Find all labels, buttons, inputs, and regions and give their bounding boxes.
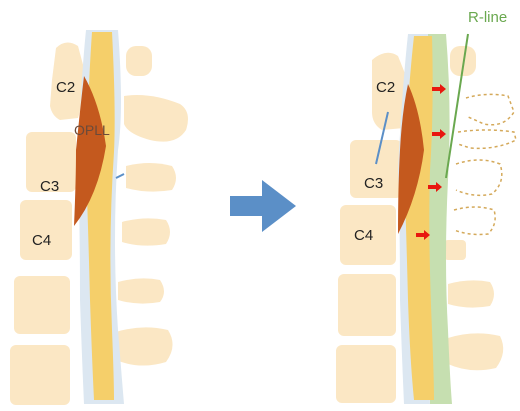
before-label-c4: C4 [32,232,51,249]
after-posterior-elements [444,46,516,370]
c1-posterior-arch [126,46,152,76]
after-label-c4: C4 [354,227,373,244]
c5-spinous-process [448,280,494,307]
arrow-right-icon [230,180,296,232]
before-panel: C2 C3 C4 OPLL [10,30,188,405]
resected-lamina-c4 [454,207,495,235]
c6-spinous-process [448,333,503,370]
c2-spinous-process [124,95,188,142]
c3-spinous-process [126,163,176,192]
c5-spinous-process [118,278,164,303]
c5-vertebra [338,274,396,336]
c4-spinous-process [122,218,170,245]
before-ligament-mark [116,174,124,178]
before-label-opll: OPLL [74,122,110,138]
before-label-c2: C2 [56,79,75,96]
c6-spinous-process [116,327,173,365]
resected-lamina-c2 [466,94,514,124]
c4-lamina [444,240,466,260]
resected-lamina-c3 [458,130,516,148]
after-label-c3: C3 [364,175,383,192]
before-posterior-elements [116,46,188,366]
c5-vertebra [14,276,70,334]
c4-vertebra [20,200,72,260]
r-line-label: R-line [468,9,507,26]
before-label-c3: C3 [40,178,59,195]
after-panel: C2 C3 C4 R-line [336,9,516,404]
resected-lamina-c3b [456,160,502,195]
c6-vertebra [336,345,396,403]
c6-vertebra [10,345,70,405]
after-label-c2: C2 [376,79,395,96]
